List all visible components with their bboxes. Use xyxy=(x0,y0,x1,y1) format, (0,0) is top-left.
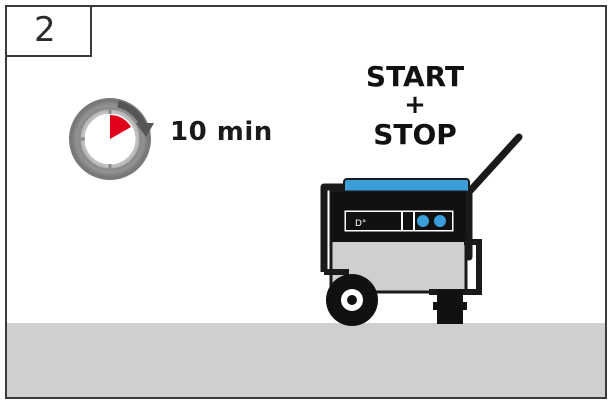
action-start-text: START xyxy=(365,60,465,93)
action-stop-text: STOP xyxy=(373,118,457,151)
portable-generator-icon: D° xyxy=(320,133,523,326)
timer-cycle-icon xyxy=(69,98,154,180)
step-number-box: 2 xyxy=(7,7,92,57)
step-number: 2 xyxy=(34,10,56,50)
instruction-panel: 2 10 min START + STOP xyxy=(5,5,607,399)
duration-label: 10 min xyxy=(170,117,273,147)
ground-strip xyxy=(7,323,605,397)
action-plus-text: + xyxy=(404,90,426,120)
start-stop-label: START + STOP xyxy=(350,61,480,150)
generator-panel-text: D° xyxy=(355,219,366,229)
